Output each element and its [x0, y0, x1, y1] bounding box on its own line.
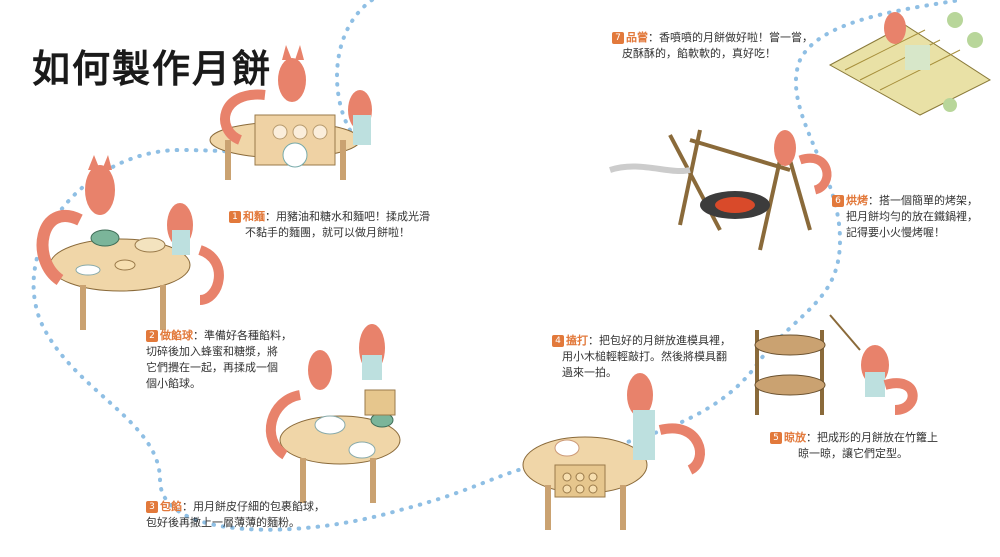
- scene-filling: [36, 155, 224, 330]
- step-number-badge: 4: [552, 335, 564, 347]
- scene-kneading: [209, 45, 372, 180]
- step-text-line: 皮酥酥的，餡軟軟的，真好吃！: [622, 47, 776, 60]
- step-label: 做餡球: [160, 329, 193, 342]
- step-label: 和麵: [243, 210, 265, 223]
- step-text-line: ：搭一個簡單的烤架，: [868, 194, 978, 207]
- step-label: 烘烤: [846, 194, 868, 207]
- step-text-line: 包好後再撒上一層薄薄的麵粉。: [146, 516, 300, 529]
- scene-roasting: [609, 129, 832, 251]
- step-text-line: ：用月餅皮仔細的包裹餡球，: [182, 500, 325, 513]
- step-text-line: 用小木槌輕輕敲打。然後將模具翻: [562, 350, 727, 363]
- scene-tasting: [828, 12, 992, 116]
- step-text-line: ：用豬油和糖水和麵吧！揉成光滑: [265, 210, 430, 223]
- step-text-line: 過來一拍。: [562, 366, 617, 379]
- page-title: 如何製作月餅: [32, 47, 273, 91]
- step-number-badge: 6: [832, 195, 844, 207]
- step-text-line: ：把成形的月餅放在竹籮上: [806, 431, 938, 444]
- step-text-line: 切碎後加入蜂蜜和糖漿，將: [146, 345, 278, 358]
- step-text-line: ：香噴噴的月餅做好啦！嘗一嘗，: [648, 31, 813, 44]
- step-label: 搕打: [566, 334, 588, 347]
- step-label: 品嘗: [626, 31, 648, 44]
- step-label: 晾放: [784, 431, 806, 444]
- step-text-line: ：把包好的月餅放進模具裡，: [588, 334, 731, 347]
- step-text-line: 個小餡球。: [146, 377, 201, 390]
- step-text-line: 不黏手的麵團，就可以做月餅啦！: [245, 226, 410, 239]
- step-number-badge: 3: [146, 501, 158, 513]
- scene-molding: [522, 373, 705, 530]
- scene-drying: [754, 314, 918, 415]
- step-text-line: ：準備好各種餡料，: [193, 329, 292, 342]
- scene-wrapping: [265, 324, 401, 503]
- step-text-line: 它們攪在一起，再揉成一個: [146, 361, 278, 374]
- step-text-line: 把月餅均勻的放在鐵鍋裡，: [846, 210, 978, 223]
- step-number-badge: 2: [146, 330, 158, 342]
- step-number-badge: 7: [612, 32, 624, 44]
- step-text-line: 記得要小火慢烤喔！: [846, 226, 945, 239]
- step-number-badge: 5: [770, 432, 782, 444]
- step-text-line: 晾一晾，讓它們定型。: [798, 447, 908, 460]
- process-path: [31, 0, 962, 532]
- step-label: 包餡: [160, 500, 182, 513]
- step-number-badge: 1: [229, 211, 241, 223]
